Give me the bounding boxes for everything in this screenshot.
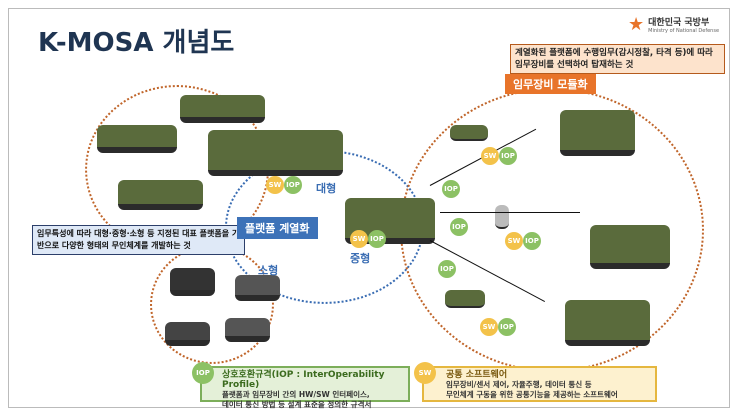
iop-badge: IOP — [438, 260, 456, 278]
module-equipment-1 — [450, 125, 488, 141]
vehicle-small-4 — [225, 318, 270, 342]
size-large-label: 대형 — [316, 182, 337, 195]
module-description: 계열화된 플랫폼에 수행임무(감시정찰, 타격 등)에 따라 임무장비를 선택하… — [510, 44, 725, 74]
module-vehicle-1 — [560, 110, 635, 156]
iop-badge: IOP — [523, 232, 541, 250]
iop-info-box: 상호호환규격(IOP : InterOperability Profile) 플… — [200, 366, 410, 409]
logo-subtitle: Ministry of National Defense — [648, 28, 720, 34]
module-equipment-2 — [495, 205, 509, 229]
size-small-label: 소형 — [258, 264, 279, 277]
vehicle-large-3 — [208, 130, 343, 176]
platform-label: 플랫폼 계열화 — [237, 217, 318, 239]
sw-badge: SW — [350, 230, 368, 248]
size-medium-label: 중형 — [350, 252, 371, 265]
module-equipment-3 — [445, 290, 485, 308]
sw-line-2: 무인체계 구동을 위한 공통기능을 제공하는 소프트웨어 — [446, 390, 618, 399]
iop-line-2: 데이터 통신 방법 등 설계 표준을 정의한 규격서 — [222, 400, 372, 409]
sw-badge: SW — [480, 318, 498, 336]
sw-title: 공통 소프트웨어 — [446, 370, 508, 380]
iop-badge: IOP — [368, 230, 386, 248]
vehicle-large-4 — [118, 180, 203, 210]
vehicle-small-2 — [235, 275, 280, 301]
module-vehicle-2 — [590, 225, 670, 269]
iop-badge: IOP — [442, 180, 460, 198]
logo-name: 대한민국 국방부 — [648, 18, 710, 28]
iop-badge: IOP — [450, 218, 468, 236]
sw-badge: SW — [505, 232, 523, 250]
sw-badge: SW — [414, 362, 436, 384]
module-label: 임무장비 모듈화 — [505, 74, 596, 94]
sw-badge: SW — [481, 147, 499, 165]
vehicle-small-1 — [170, 268, 215, 296]
iop-badge: IOP — [499, 147, 517, 165]
iop-badge: IOP — [192, 362, 214, 384]
slide-frame — [8, 8, 730, 408]
module-vehicle-3 — [565, 300, 650, 346]
vehicle-small-3 — [165, 322, 210, 346]
page-title: K-MOSA 개념도 — [38, 28, 235, 58]
iop-badge: IOP — [284, 176, 302, 194]
platform-description: 임무특성에 따라 대형·중형·소형 등 지정된 대표 플랫폼을 기반으로 다양한… — [32, 225, 245, 255]
vehicle-large-2 — [97, 125, 177, 153]
sw-info-box: 공통 소프트웨어 임무장비/센서 제어, 자율주행, 데이터 통신 등 무인체계… — [422, 366, 657, 402]
iop-line-1: 플랫폼과 임무장비 간의 HW/SW 인터페이스, — [222, 390, 370, 399]
small-platform-circle — [150, 245, 274, 364]
sw-badge: SW — [266, 176, 284, 194]
vehicle-large-1 — [180, 95, 265, 123]
arrow-2 — [440, 212, 580, 213]
iop-title: 상호호환규격(IOP : InterOperability Profile) — [222, 370, 385, 390]
iop-badge: IOP — [498, 318, 516, 336]
star-emblem-icon: ★ — [628, 14, 645, 35]
sw-line-1: 임무장비/센서 제어, 자율주행, 데이터 통신 등 — [446, 380, 592, 389]
